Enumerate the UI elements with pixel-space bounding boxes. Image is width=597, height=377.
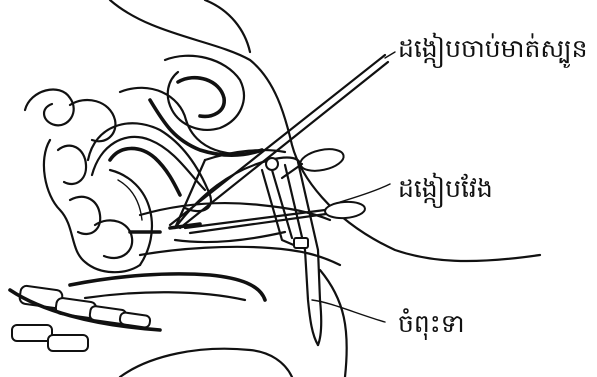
speculum-screw bbox=[294, 238, 308, 248]
intestine-loop-2 bbox=[44, 140, 140, 272]
rectum-tube bbox=[110, 170, 152, 265]
sigmoid-loop-inner bbox=[178, 78, 224, 117]
sigmoid-loop bbox=[165, 56, 244, 130]
long-forceps-shaft-2 bbox=[190, 214, 326, 233]
long-forceps-ring-handle bbox=[324, 201, 365, 220]
uterus-shadow bbox=[150, 100, 262, 155]
intestine-loop-3 bbox=[70, 100, 115, 141]
tenaculum-ring-handle bbox=[298, 146, 345, 175]
thigh-contour bbox=[120, 349, 292, 377]
lower-body-contour bbox=[320, 270, 347, 377]
speculum-label: ចំពុះទា bbox=[398, 311, 465, 336]
intestine-loop-6 bbox=[95, 220, 132, 258]
uterus-body bbox=[88, 123, 211, 211]
lower-bone-2 bbox=[48, 335, 88, 351]
uterus-inner bbox=[110, 148, 180, 195]
long-forceps-leader-line bbox=[340, 184, 390, 202]
lower-bone-1 bbox=[12, 325, 52, 341]
speculum-leader-line bbox=[312, 300, 385, 322]
tenaculum-leader-line bbox=[385, 52, 395, 58]
intestine-loop-5 bbox=[70, 197, 100, 234]
tenaculum-label: ដង្កៀបចាប់មាត់ស្បូន bbox=[398, 36, 587, 61]
long-forceps-label: ដង្កៀបវែង bbox=[398, 176, 493, 201]
tenaculum-shaft bbox=[170, 55, 385, 225]
perineum-outline-2 bbox=[85, 292, 245, 300]
long-forceps-shaft bbox=[185, 210, 325, 228]
intestine-loop-1 bbox=[25, 89, 74, 125]
intestine-loop-4 bbox=[58, 146, 86, 184]
speculum-pivot bbox=[266, 158, 278, 170]
vaginal-canal-lower bbox=[140, 247, 340, 265]
